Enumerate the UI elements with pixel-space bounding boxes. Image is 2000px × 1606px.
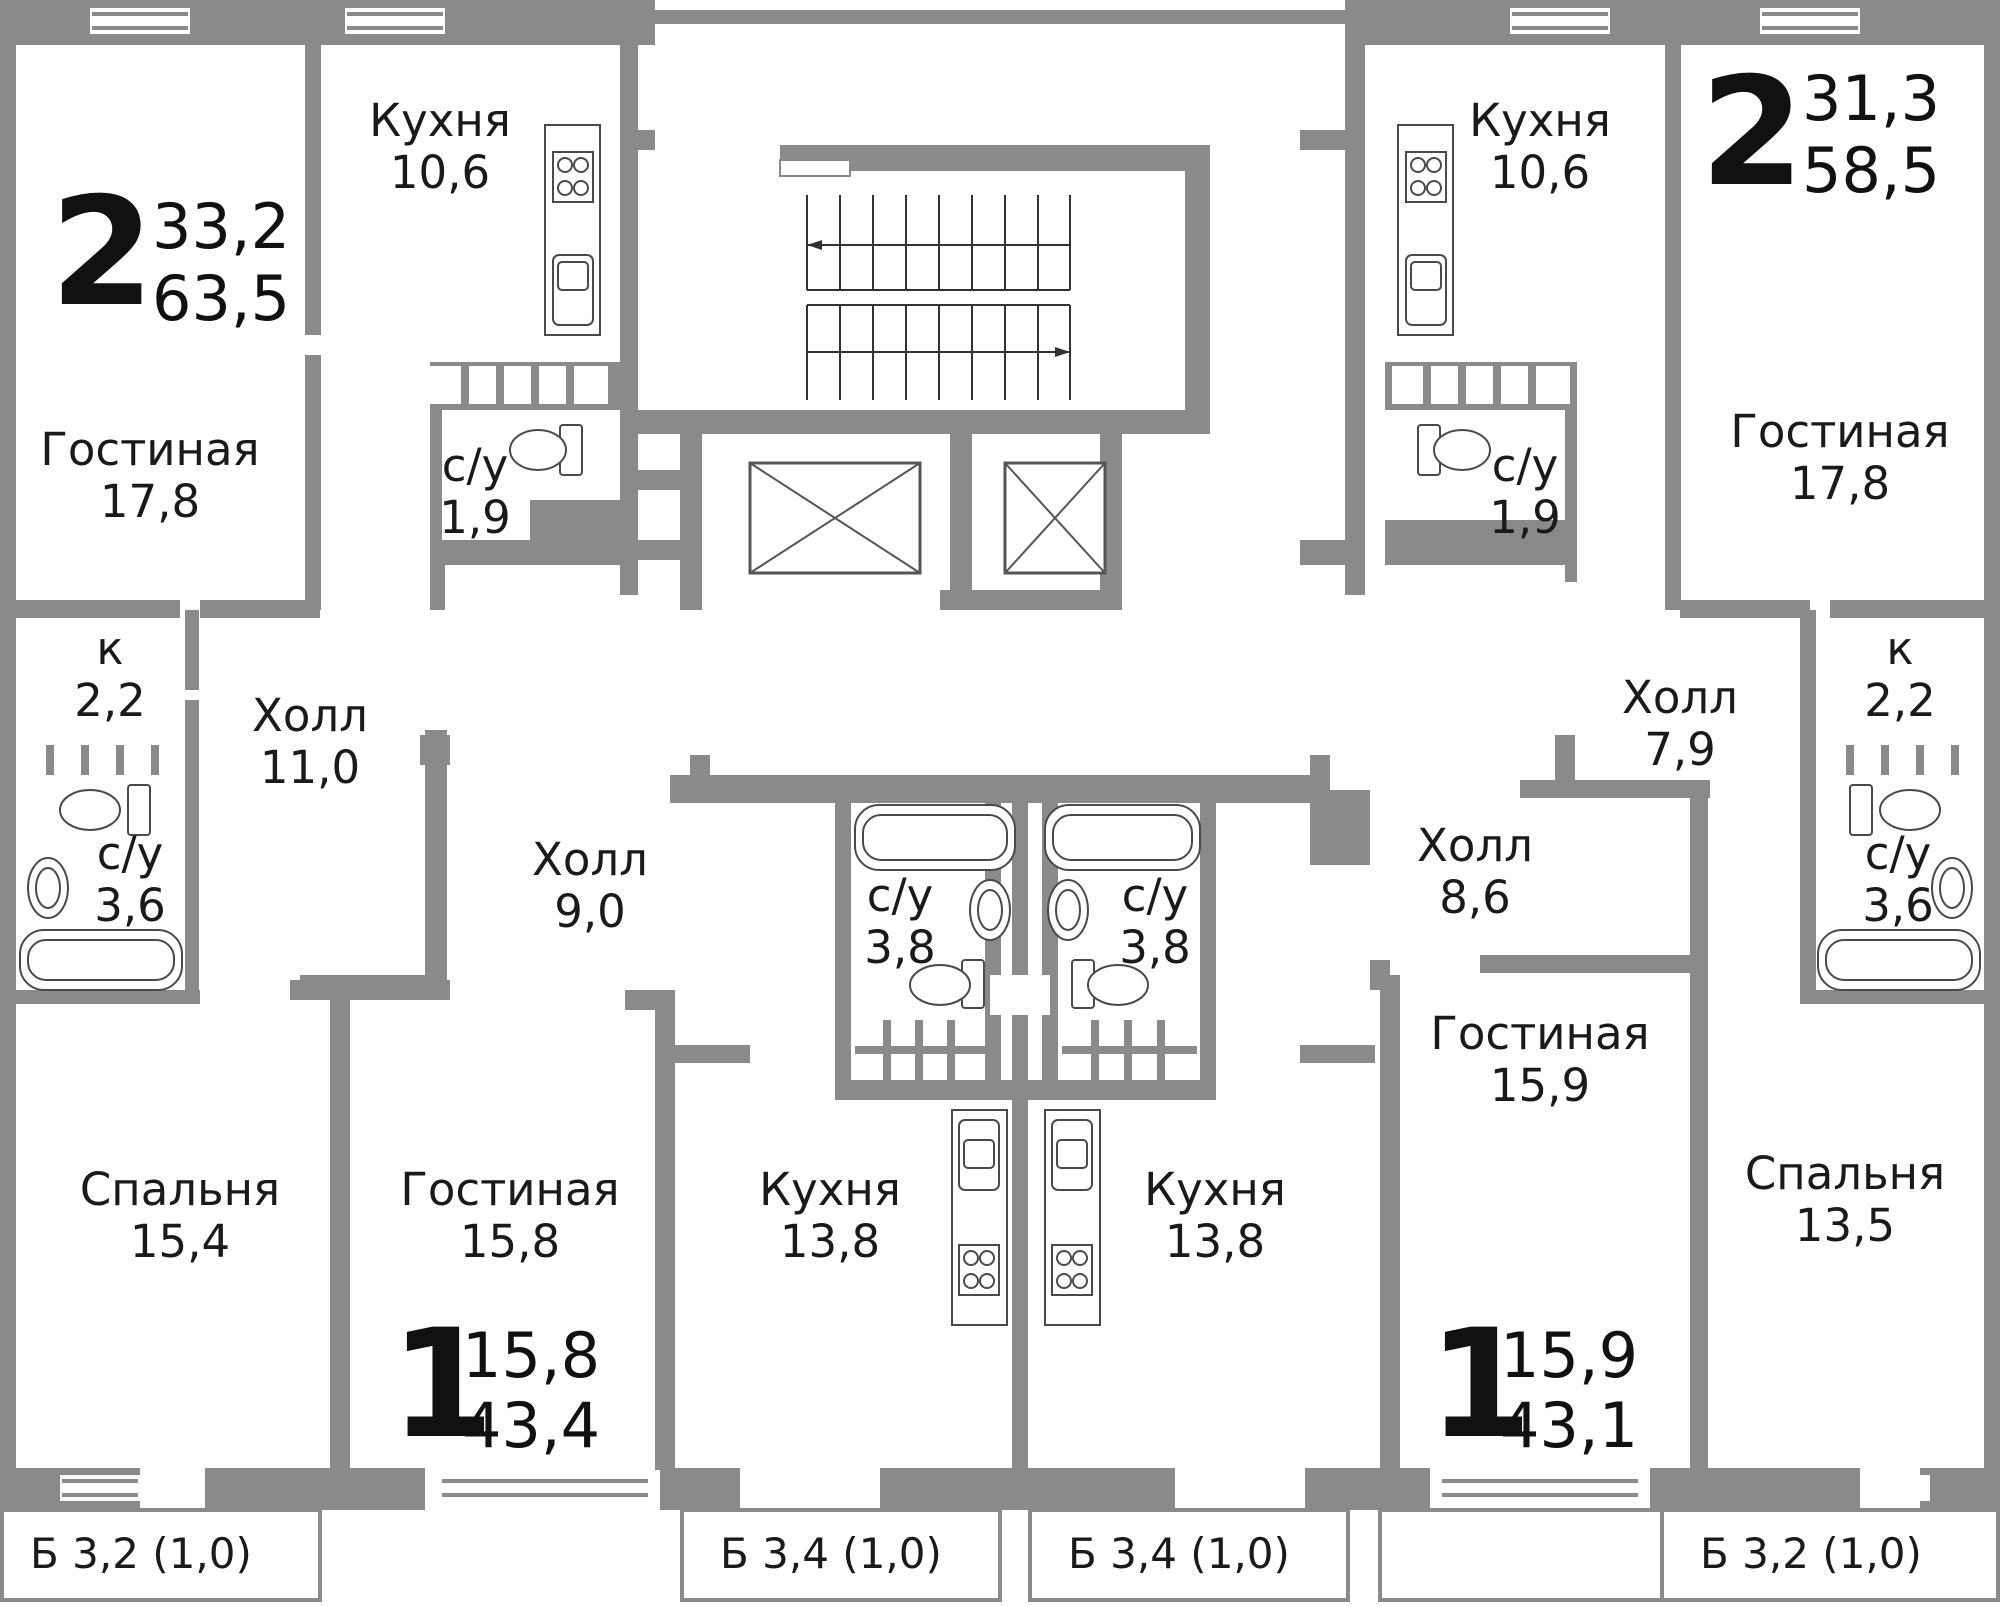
room-area: 1,9 — [439, 491, 511, 544]
room-label-wc-l: с/у 3,6 — [70, 828, 190, 932]
apartment-a3-living-area: 15,8 — [462, 1319, 601, 1392]
window-grilles — [20, 366, 1980, 1080]
apartment-a2-rooms: 2 — [1700, 46, 1804, 220]
room-label-wc-c2: с/у 3,8 — [1095, 870, 1215, 974]
room-area: 17,8 — [1789, 457, 1891, 510]
apartment-a1-living-area: 33,2 — [152, 190, 291, 263]
room-label-wc-small-r: с/у 1,9 — [1460, 440, 1590, 544]
room-label-living-a1: Гостиная 17,8 — [20, 424, 280, 528]
apartment-a2-living-area: 31,3 — [1802, 62, 1941, 135]
room-name: Спальня — [1744, 1147, 1946, 1200]
room-label-hall-a4: Холл 8,6 — [1385, 820, 1565, 924]
room-name: Гостиная — [1730, 405, 1950, 458]
room-area: 9,0 — [554, 885, 626, 938]
room-name: с/у — [1491, 439, 1559, 492]
room-label-wc-r: с/у 3,6 — [1838, 828, 1958, 932]
room-name: с/у — [866, 869, 934, 922]
room-label-hall-a1: Холл 11,0 — [220, 690, 400, 794]
apartment-a4-total-area: 43,1 — [1500, 1389, 1639, 1462]
room-area: 15,4 — [129, 1215, 231, 1268]
apartment-a2-total-area: 58,5 — [1802, 134, 1941, 207]
room-name: Гостиная — [400, 1163, 620, 1216]
kitchen-units — [544, 124, 1454, 1326]
room-area: 17,8 — [99, 475, 201, 528]
room-label-living-a4: Гостиная 15,9 — [1410, 1008, 1670, 1112]
room-area: 2,2 — [74, 674, 146, 727]
room-label-living-a2: Гостиная 17,8 — [1710, 406, 1970, 510]
room-name: Гостиная — [40, 423, 260, 476]
room-name: Холл — [252, 689, 368, 742]
balcony-label-4: Б 3,2 (1,0) — [1700, 1529, 1922, 1578]
room-name: с/у — [1864, 827, 1932, 880]
apartment-a1-rooms: 2 — [50, 166, 154, 340]
elevators — [748, 461, 1107, 575]
apartment-a4-rooms: 1 — [1428, 1298, 1532, 1472]
room-label-kitchen-l: Кухня 10,6 — [330, 95, 550, 199]
room-label-bedroom-l: Спальня 15,4 — [55, 1164, 305, 1268]
room-label-hall-a3: Холл 9,0 — [500, 834, 680, 938]
room-name: с/у — [96, 827, 164, 880]
room-label-kitchen-a3: Кухня 13,8 — [720, 1164, 940, 1268]
room-area: 3,6 — [1862, 879, 1934, 932]
room-area: 2,2 — [1864, 674, 1936, 727]
room-name: Кухня — [759, 1163, 901, 1216]
room-name: Кухня — [1469, 94, 1611, 147]
room-area: 13,5 — [1794, 1199, 1896, 1252]
room-area: 7,9 — [1644, 723, 1716, 776]
room-label-wc-small-l: с/у 1,9 — [415, 440, 535, 544]
apartment-a1-label: 2 33,2 63,5 — [50, 178, 310, 338]
room-label-kitchen-a4: Кухня 13,8 — [1105, 1164, 1325, 1268]
room-area: 10,6 — [389, 146, 491, 199]
apartment-a3-rooms: 1 — [390, 1298, 494, 1472]
balcony-label-1: Б 3,2 (1,0) — [30, 1529, 252, 1578]
room-label-bedroom-r: Спальня 13,5 — [1720, 1148, 1970, 1252]
room-name: с/у — [1121, 869, 1189, 922]
apartment-a4-living-area: 15,9 — [1500, 1319, 1639, 1392]
room-area: 13,8 — [1164, 1215, 1266, 1268]
room-area: 15,9 — [1489, 1059, 1591, 1112]
sanitary-fixtures — [19, 424, 1981, 1009]
room-label-closet-l: к 2,2 — [50, 623, 170, 727]
windows — [60, 8, 1930, 1501]
room-name: к — [1886, 622, 1914, 675]
room-area: 8,6 — [1439, 871, 1511, 924]
room-area: 3,8 — [1119, 921, 1191, 974]
room-label-living-a3: Гостиная 15,8 — [380, 1164, 640, 1268]
balcony-label-2: Б 3,4 (1,0) — [720, 1529, 942, 1578]
apartment-a1-total-area: 63,5 — [152, 262, 291, 335]
room-area: 13,8 — [779, 1215, 881, 1268]
room-area: 3,8 — [864, 921, 936, 974]
room-area: 10,6 — [1489, 146, 1591, 199]
room-area: 1,9 — [1489, 491, 1561, 544]
room-area: 15,8 — [459, 1215, 561, 1268]
room-label-closet-r: к 2,2 — [1840, 623, 1960, 727]
room-label-wc-c1: с/у 3,8 — [840, 870, 960, 974]
room-label-kitchen-r: Кухня 10,6 — [1430, 95, 1650, 199]
room-name: Холл — [1417, 819, 1533, 872]
apartment-a3-total-area: 43,4 — [462, 1389, 601, 1462]
room-label-hall-a2: Холл 7,9 — [1590, 672, 1770, 776]
apartment-a3-label: 1 15,8 43,4 — [390, 1310, 630, 1470]
room-name: с/у — [441, 439, 509, 492]
room-name: Холл — [1622, 671, 1738, 724]
apartment-a4-label: 1 15,9 43,1 — [1428, 1310, 1668, 1470]
room-name: Кухня — [369, 94, 511, 147]
room-area: 3,6 — [94, 879, 166, 932]
room-name: Холл — [532, 833, 648, 886]
apartment-a2-label: 2 31,3 58,5 — [1700, 58, 1970, 218]
room-name: Спальня — [79, 1163, 281, 1216]
stairs — [779, 159, 1071, 400]
balcony-label-3: Б 3,4 (1,0) — [1068, 1529, 1290, 1578]
room-name: к — [96, 622, 124, 675]
room-name: Кухня — [1144, 1163, 1286, 1216]
room-name: Гостиная — [1430, 1007, 1650, 1060]
room-area: 11,0 — [259, 741, 361, 794]
